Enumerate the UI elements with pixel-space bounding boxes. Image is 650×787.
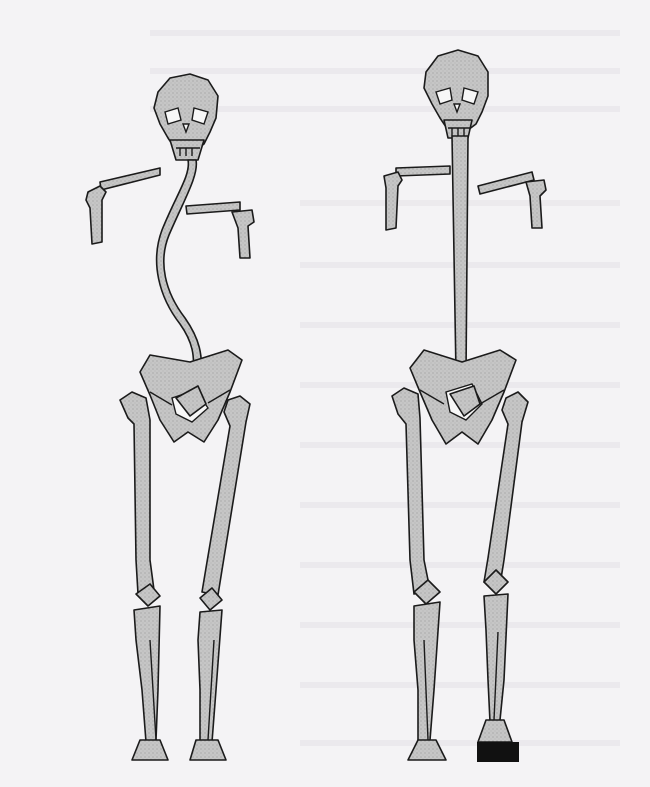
skull-left — [154, 74, 218, 160]
heel-lift-block — [477, 742, 519, 762]
shoulder-right-of-left — [186, 202, 254, 258]
shoulder-left-of-left — [86, 168, 160, 244]
shoulder-left-of-right — [384, 166, 450, 230]
pelvis-left — [140, 350, 242, 442]
femur-left-a — [120, 392, 154, 594]
spine-straight — [452, 136, 468, 374]
shin-left-a — [134, 606, 160, 742]
skeleton-scoliosis — [86, 74, 254, 760]
foot-left-a — [132, 740, 168, 760]
spine-curved — [157, 160, 202, 378]
shin-left-b — [198, 610, 222, 742]
skeleton-corrected — [384, 50, 546, 762]
foot-left-b — [190, 740, 226, 760]
foot-right-b — [478, 720, 512, 742]
pelvis-right — [410, 350, 516, 444]
skull-right — [424, 50, 488, 138]
shin-right-b — [484, 594, 508, 722]
